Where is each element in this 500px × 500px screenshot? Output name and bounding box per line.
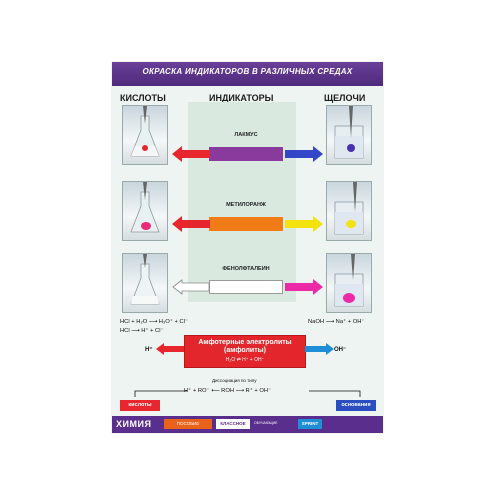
hydroxide-ion-label: OH⁻ bbox=[334, 347, 347, 353]
footer-badge-2: КЛАССНОЕ bbox=[216, 419, 250, 429]
arrow-litmus-acid bbox=[172, 146, 210, 162]
acid-flask-phenolphthalein-photo bbox=[122, 253, 168, 313]
arrow-litmus-acid-shape bbox=[172, 146, 210, 162]
arrow-methylorange-base bbox=[285, 216, 323, 232]
indicator-label-phenolphthalein: ФЕНОЛФТАЛЕИН bbox=[222, 266, 270, 272]
indicator-bar-litmus bbox=[209, 147, 283, 161]
arrow-methylorange-base-shape bbox=[285, 216, 323, 232]
indicator-label-litmus: ЛАКМУС bbox=[234, 132, 258, 138]
poster-title: ОКРАСКА ИНДИКАТОРОВ В РАЗЛИЧНЫХ СРЕДАХ bbox=[142, 67, 353, 76]
arrow-methylorange-acid bbox=[172, 216, 210, 232]
footer-publisher-logo: SPRINT bbox=[298, 419, 322, 429]
footer-series: ОБУЧАЮЩИЕ bbox=[254, 421, 278, 425]
arrow-litmus-base bbox=[285, 146, 323, 162]
acid-equation-1: HCl + H₂O ⟶ H₃O⁺ + Cl⁻ bbox=[120, 319, 189, 325]
arrow-litmus-base-shape bbox=[285, 146, 323, 162]
arrow-methylorange-acid-shape bbox=[172, 216, 210, 232]
indicator-panel bbox=[188, 102, 296, 302]
acid-flask-litmus-photo bbox=[122, 105, 168, 165]
acid-bracket-line bbox=[134, 390, 187, 397]
indicator-label-methylorange: МЕТИЛОРАНЖ bbox=[226, 202, 266, 208]
dissociation-label: Диссоциация по типу bbox=[212, 378, 257, 383]
arrow-phenolphthalein-acid bbox=[172, 279, 210, 295]
dissociation-equation: H⁺ + RO⁻ ⟵ ROH ⟶ R⁺ + OH⁻ bbox=[184, 388, 272, 394]
acid-tag: кислоты bbox=[120, 400, 160, 411]
base-bracket-line bbox=[309, 390, 361, 397]
base-beaker-litmus-photo bbox=[326, 105, 372, 165]
acids-heading: КИСЛОТЫ bbox=[120, 93, 166, 103]
footer-brand: ХИМИЯ bbox=[116, 419, 152, 429]
footer: ХИМИЯ ПОСОБИЕ КЛАССНОЕ ОБУЧАЮЩИЕ SPRINT bbox=[112, 416, 383, 433]
arrow-phenolphthalein-base-shape bbox=[285, 279, 323, 295]
amphoteric-title: Амфотерные электролиты bbox=[198, 339, 292, 346]
arrow-to-proton bbox=[156, 343, 185, 355]
base-equation-1: NaOH ⟶ Na⁺ + OH⁻ bbox=[308, 319, 365, 325]
acid-flask-methylorange-photo bbox=[122, 181, 168, 241]
footer-badge-1: ПОСОБИЕ bbox=[164, 419, 212, 429]
water-equilibrium: H₂O ⇄ H⁺ + OH⁻ bbox=[225, 357, 265, 363]
amphoteric-box: Амфотерные электролиты (амфолиты) H₂O ⇄ … bbox=[184, 335, 306, 368]
base-beaker-phenolphthalein-photo bbox=[326, 253, 372, 313]
proton-ion-label: H⁺ bbox=[145, 347, 153, 353]
bases-heading: ЩЕЛОЧИ bbox=[324, 93, 366, 103]
base-beaker-methylorange-photo bbox=[326, 181, 372, 241]
base-tag: основания bbox=[336, 400, 376, 411]
acid-equation-2: HCl ⟶ H⁺ + Cl⁻ bbox=[120, 328, 164, 334]
title-bar: ОКРАСКА ИНДИКАТОРОВ В РАЗЛИЧНЫХ СРЕДАХ bbox=[112, 62, 383, 86]
indicator-bar-phenolphthalein bbox=[209, 280, 283, 294]
arrow-to-hydroxide bbox=[305, 343, 334, 355]
indicator-bar-methylorange bbox=[209, 217, 283, 231]
indicators-heading: ИНДИКАТОРЫ bbox=[209, 93, 274, 103]
arrow-phenolphthalein-base bbox=[285, 279, 323, 295]
amphoteric-subtitle: (амфолиты) bbox=[224, 347, 266, 354]
arrow-phenolphthalein-acid-shape bbox=[172, 279, 210, 295]
poster: ОКРАСКА ИНДИКАТОРОВ В РАЗЛИЧНЫХ СРЕДАХ К… bbox=[112, 62, 383, 433]
